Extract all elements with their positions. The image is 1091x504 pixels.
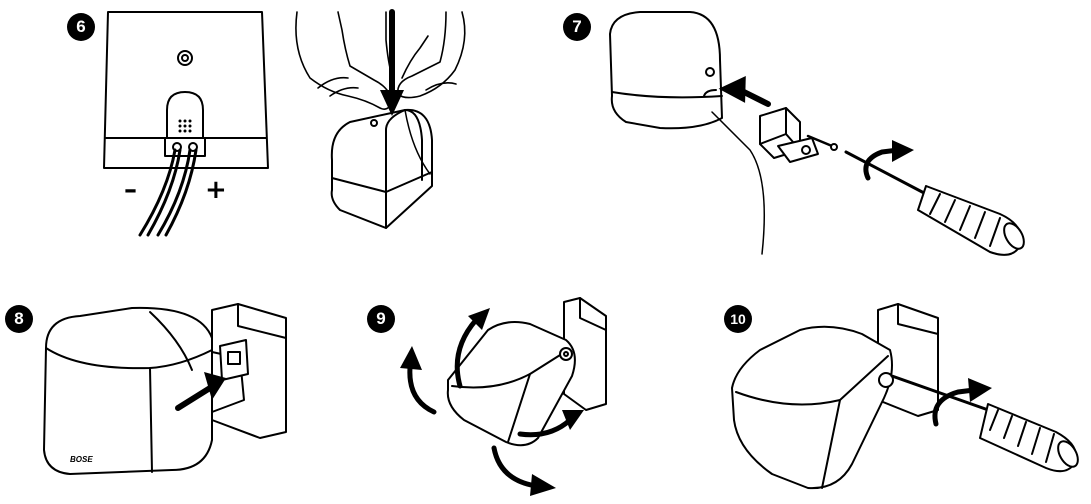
speaker-side-view bbox=[609, 11, 723, 130]
mounting-screw bbox=[806, 134, 838, 151]
negative-terminal-label: – bbox=[124, 175, 137, 205]
rotate-arrows-icon bbox=[407, 317, 573, 489]
speaker-top-view bbox=[330, 108, 433, 229]
rotate-clockwise-arrow-icon bbox=[863, 147, 901, 181]
insert-wire-arrow-icon bbox=[380, 9, 404, 116]
bracket-clip bbox=[219, 339, 249, 381]
slide-on-arrow-icon bbox=[175, 372, 226, 411]
screwdriver-10-icon bbox=[890, 374, 1079, 473]
speaker-wires bbox=[138, 148, 198, 237]
speaker-angled bbox=[731, 325, 894, 490]
terminal-grille-icon bbox=[178, 119, 192, 133]
positive-terminal-label: + bbox=[205, 175, 227, 205]
rotate-clockwise-arrow-10-icon bbox=[932, 387, 977, 427]
threaded-wire bbox=[404, 109, 431, 175]
brand-logo: BOSE bbox=[70, 455, 93, 464]
step-8-badge: 8 bbox=[5, 305, 33, 333]
wall-plate-9 bbox=[563, 297, 607, 411]
step-9-badge: 9 bbox=[367, 305, 395, 333]
speaker-back-panel bbox=[103, 11, 269, 169]
speaker-cable bbox=[711, 111, 766, 255]
screwdriver-icon bbox=[844, 150, 1025, 256]
speaker-cube-front: BOSE bbox=[43, 306, 245, 475]
step-7-badge: 7 bbox=[563, 13, 591, 41]
speaker-tilted bbox=[446, 321, 576, 447]
step-6-badge: 6 bbox=[67, 13, 95, 41]
hands bbox=[295, 11, 466, 110]
mounting-bracket bbox=[759, 107, 819, 163]
step-10-badge: 10 bbox=[724, 305, 752, 333]
attach-bracket-arrow-icon bbox=[718, 76, 771, 107]
